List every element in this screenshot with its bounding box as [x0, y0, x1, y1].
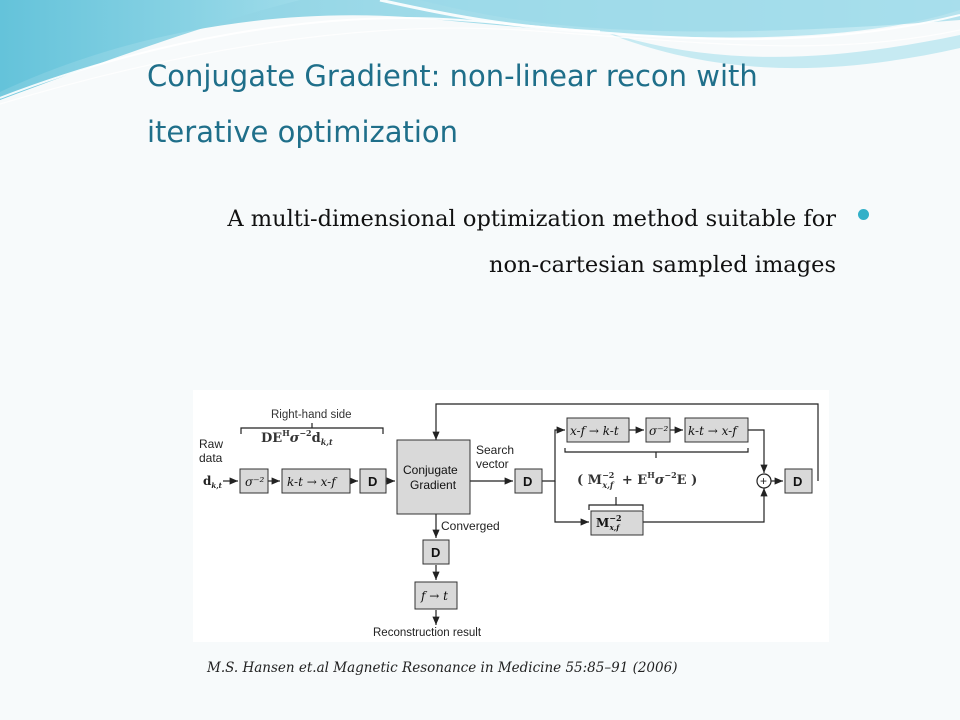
- d-box-3: [784, 468, 813, 494]
- plus-symbol: +: [760, 474, 767, 488]
- bullet-dot-icon: [858, 209, 869, 220]
- d-text-4: D: [431, 545, 440, 560]
- converged-label: Converged: [441, 519, 500, 533]
- kt-to-xf-box-2: [684, 417, 749, 443]
- sigma-text-1: σ⁻²: [245, 475, 265, 489]
- sigma-box-2: [645, 417, 671, 443]
- d-text-2: D: [523, 474, 532, 489]
- f-t-text: f → t: [420, 589, 448, 603]
- feedback-line: [432, 403, 819, 481]
- d-box-4: [422, 539, 450, 565]
- search-label-2: vector: [476, 457, 509, 471]
- citation: M.S. Hansen et.al Magnetic Resonance in …: [207, 660, 678, 676]
- sigma-text-2: σ⁻²: [649, 424, 669, 438]
- bullet-line2: non-cartesian sampled images: [488, 252, 836, 278]
- f-to-t-box: [414, 581, 458, 610]
- kt-to-xf-box-1: [281, 468, 351, 494]
- bullet-line1: A multi-dimensional optimization method …: [227, 206, 836, 232]
- header-wave-decoration: [0, 0, 960, 105]
- diagram-svg: Right-hand side DEHσ−2dk,t Raw data dk,t…: [199, 403, 819, 639]
- cg-text-2: Gradient: [410, 478, 457, 492]
- sigma-box-1: [239, 468, 269, 494]
- sum-node: [756, 473, 772, 489]
- bullet-text: A multi-dimensional optimization method …: [140, 196, 836, 288]
- search-label-1: Search: [476, 443, 514, 457]
- conjugate-gradient-box: [396, 439, 471, 515]
- slide-title-line2: iterative optimization: [147, 115, 459, 149]
- raw-data-symbol: dk,t: [203, 474, 223, 490]
- cg-block-diagram: Right-hand side DEHσ−2dk,t Raw data dk,t…: [193, 390, 829, 642]
- raw-label-1: Raw: [199, 437, 223, 451]
- xf-to-kt-box: [566, 417, 630, 443]
- right-hand-side-label: Right-hand side: [271, 409, 352, 421]
- d-text-3: D: [793, 474, 802, 489]
- reconstruction-label: Reconstruction result: [373, 627, 482, 639]
- d-text-1: D: [368, 474, 377, 489]
- raw-label-2: data: [199, 451, 223, 465]
- d-box-1: [359, 468, 387, 494]
- kt-xf-text-1: k-t → x-f: [287, 475, 338, 489]
- cg-text-1: Conjugate: [403, 463, 458, 477]
- kt-xf-text-2: k-t → x-f: [688, 424, 739, 438]
- slide-title: Conjugate Gradient: non-linear recon wit…: [147, 48, 847, 160]
- slide-title-line1: Conjugate Gradient: non-linear recon wit…: [147, 59, 758, 93]
- rhs-expression: DEHσ−2dk,t: [261, 428, 333, 447]
- m-inverse-box: [590, 510, 644, 536]
- d-box-2: [514, 468, 543, 494]
- xf-kt-text: x-f → k-t: [570, 424, 619, 438]
